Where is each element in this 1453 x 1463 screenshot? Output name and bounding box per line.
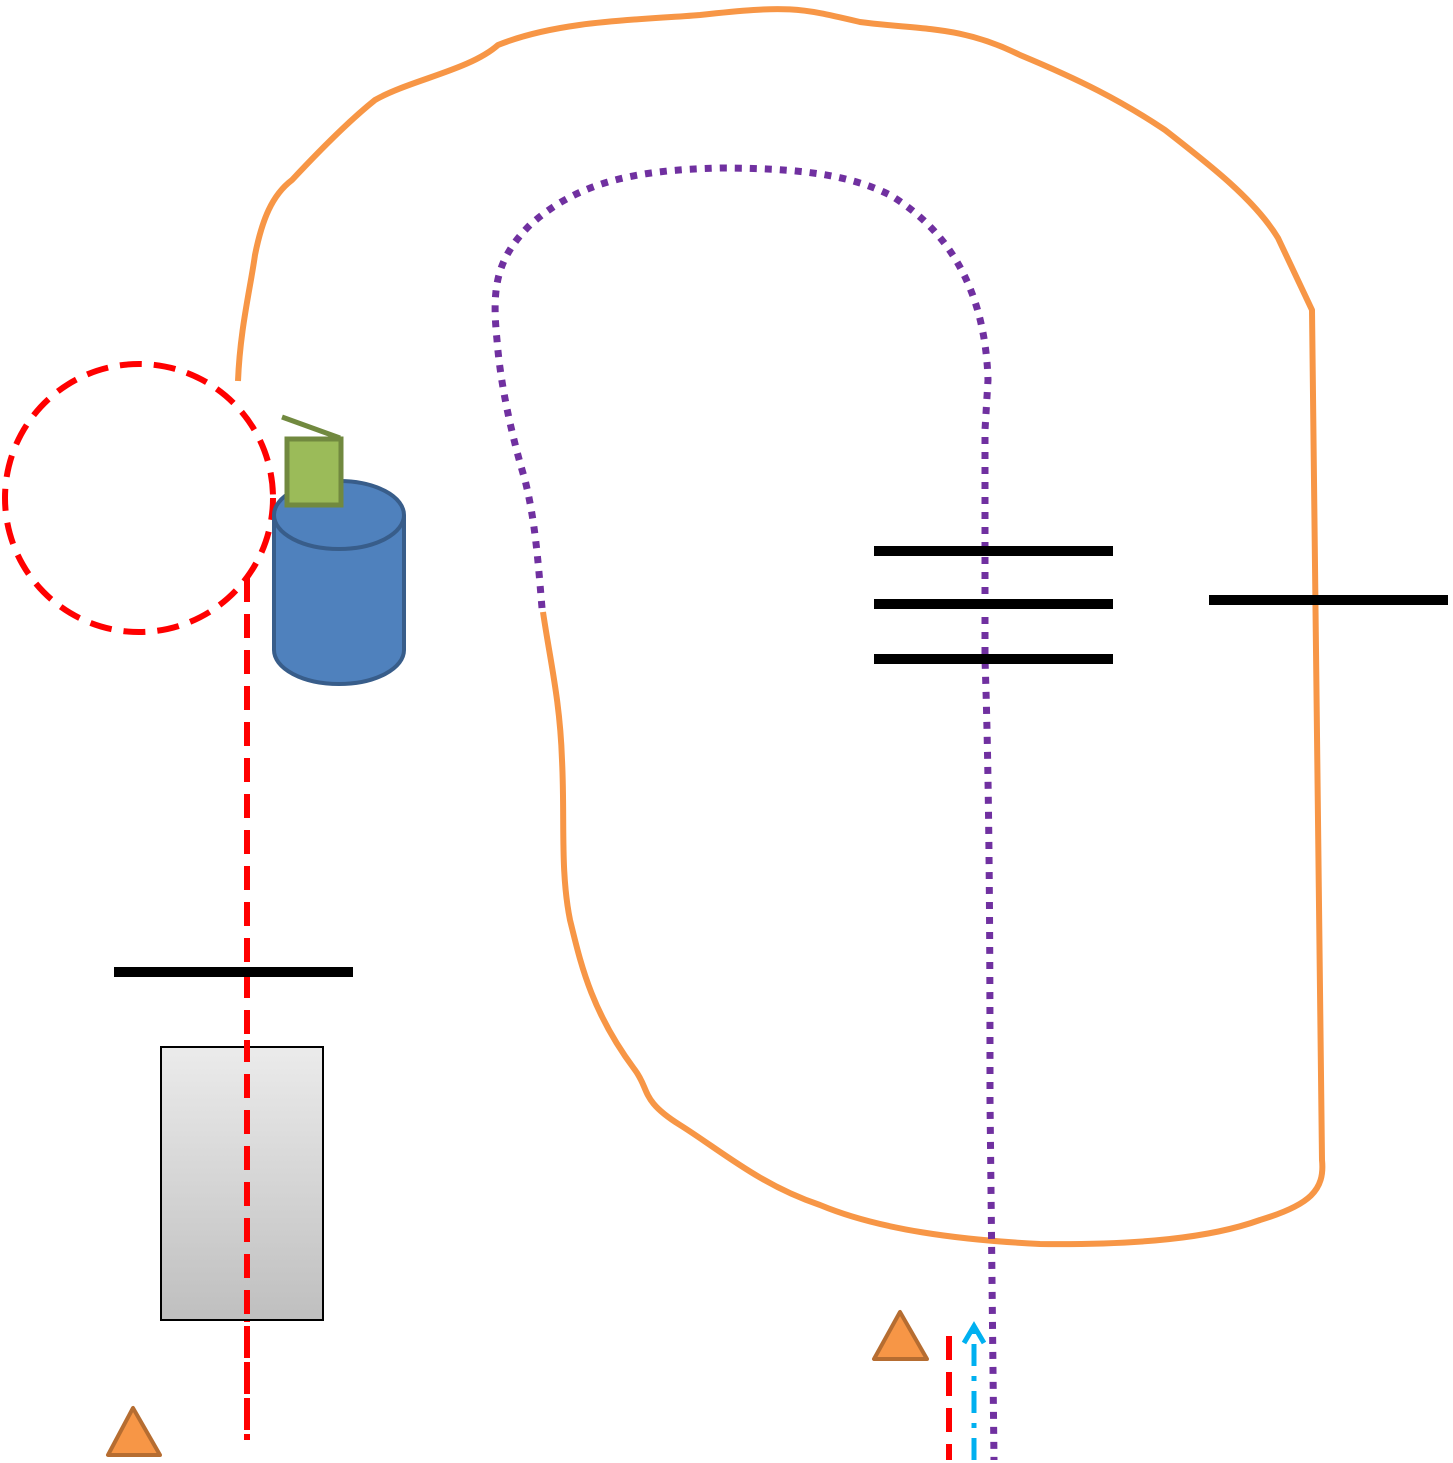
grey-box	[160, 1046, 324, 1321]
cyan-dashdot-arrow	[961, 1321, 987, 1460]
red-dashed-circle	[2, 361, 276, 635]
orange-loop-path	[235, 6, 1326, 1248]
purple-dotted-path	[491, 164, 998, 1461]
orange-triangle-left	[106, 1406, 162, 1457]
black-bar-triple	[874, 546, 1113, 664]
blue-tank	[272, 479, 406, 686]
orange-triangle-right	[872, 1310, 929, 1361]
green-valve	[281, 414, 344, 508]
